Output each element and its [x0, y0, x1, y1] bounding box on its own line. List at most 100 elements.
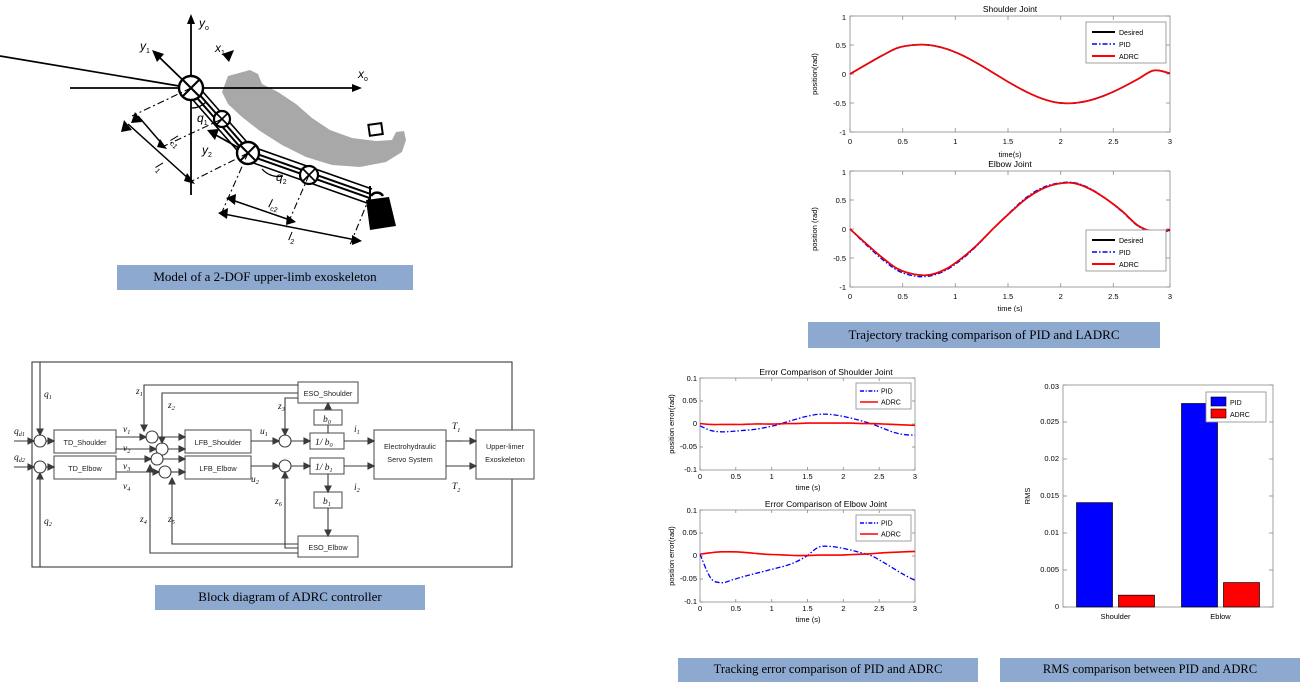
sum-qd1 — [33, 434, 47, 448]
xtick: 3 — [913, 472, 917, 481]
legend-label-pid: PID — [1119, 42, 1131, 49]
ylabel-error-shoulder: position error(rad) — [667, 394, 676, 454]
label-yo: yo — [198, 16, 209, 32]
signal-v4: v4 — [123, 482, 130, 493]
legend-rms: PID ADRC — [1205, 391, 1267, 423]
ytick: 1 — [842, 168, 846, 177]
xtick: 0 — [848, 137, 852, 146]
block-label-eso-shoulder: ESO_Shoulder — [304, 389, 353, 398]
chart-error-elbow: Error Comparison of Elbow Joint -0.1 -0.… — [667, 499, 917, 624]
trajectory-svg: Shoulder Joint -1 -0.5 0 — [810, 4, 1172, 312]
sum-qd2 — [33, 460, 47, 474]
legend-elbow: Desired PID ADRC — [1085, 229, 1167, 272]
error-svg: Error Comparison of Shoulder Joint -0.1 … — [667, 367, 917, 624]
legend-label-adrc: ADRC — [881, 400, 901, 407]
xlabel-error-elbow: time (s) — [796, 615, 822, 624]
block-label-eso-elbow: ESO_Elbow — [308, 543, 348, 552]
block-label-inv-b1: 1/ b1 — [315, 463, 333, 474]
rms-xticks: Shoulder Eblow — [1100, 612, 1231, 621]
ytick: 0.02 — [1044, 454, 1059, 463]
rms-svg: 0 0.005 0.01 0.015 0.02 0.025 0.03 RMS S… — [1023, 382, 1274, 621]
block-b1-gain: b1 — [313, 491, 343, 509]
block-eso-elbow: ESO_Elbow — [297, 535, 359, 558]
caption-error: Tracking error comparison of PID and ADR… — [678, 658, 978, 682]
block-eso-shoulder: ESO_Shoulder — [297, 381, 359, 404]
ytick: 0 — [842, 225, 846, 234]
chart-title-error-elbow: Error Comparison of Elbow Joint — [765, 499, 888, 509]
signal-i2: i2 — [354, 483, 360, 494]
block-label-servo-line1: Electrohydraulic — [384, 442, 436, 451]
block-label-td-shoulder: TD_Shoulder — [64, 438, 108, 447]
ytick: 0.05 — [682, 528, 697, 537]
ytick: -1 — [839, 128, 846, 137]
legend-label-pid: PID — [881, 521, 893, 528]
xtick: 2.5 — [1108, 292, 1118, 301]
rms-ticks — [1063, 384, 1273, 608]
signal-z2: z2 — [167, 401, 175, 412]
chart-elbow-joint: Elbow Joint -1 -0.5 0 0.5 — [810, 159, 1172, 312]
series-shoulder — [849, 43, 1171, 105]
block-diagram-panel: TD_Shoulder TD_Elbow LFB_Shoulder LFB_El… — [10, 352, 550, 577]
block-label-plant-line1: Upper-limer — [486, 442, 525, 451]
ytick: -0.5 — [833, 99, 846, 108]
signal-u2: u2 — [251, 475, 259, 486]
series-path-adrc — [849, 43, 1171, 105]
block-connections — [14, 362, 478, 567]
xtick-shoulder: Shoulder — [1100, 612, 1131, 621]
series-path-adrc — [699, 422, 916, 427]
chart-title-error-shoulder: Error Comparison of Shoulder Joint — [759, 367, 893, 377]
xtick: 0 — [698, 604, 702, 613]
yticks-error-shoulder: -0.1 -0.05 0 0.05 0.1 — [680, 374, 697, 474]
signal-z6: z6 — [274, 497, 283, 508]
label-y2: y2 — [201, 143, 212, 159]
trajectory-panel: Shoulder Joint -1 -0.5 0 — [795, 2, 1305, 312]
series-path-adrc — [699, 550, 916, 557]
xtick: 1.5 — [1003, 137, 1013, 146]
xtick: 0 — [848, 292, 852, 301]
block-signal-labels: qd1 qd2 q1 q2 v1 v2 v3 v4 z1 z2 z3 z4 z5… — [14, 387, 460, 528]
ylabel-shoulder: position(rad) — [810, 53, 819, 95]
xticks-elbow: 0 0.5 1 1.5 2 2.5 3 — [848, 292, 1172, 301]
dimension-arrows — [121, 112, 362, 245]
xlabel-shoulder: time(s) — [999, 150, 1022, 159]
caption-model: Model of a 2-DOF upper-limb exoskeleton — [117, 265, 413, 290]
rms-yticks: 0 0.005 0.01 0.015 0.02 0.025 0.03 — [1040, 382, 1059, 611]
ytick: -0.5 — [833, 254, 846, 263]
block-label-servo-line2: Servo System — [387, 455, 432, 464]
xtick: 1.5 — [802, 472, 812, 481]
yticks-error-elbow: -0.1 -0.05 0 0.05 0.1 — [680, 506, 697, 606]
xtick: 0.5 — [897, 292, 907, 301]
legend-label-adrc: ADRC — [881, 532, 901, 539]
xticks-error-elbow: 0 0.5 1 1.5 2 2.5 3 — [698, 604, 917, 613]
legend-error-shoulder: PID ADRC — [855, 382, 912, 410]
signal-qd2: qd2 — [14, 453, 25, 464]
legend-label-pid: PID — [881, 389, 893, 396]
series-path-adrc — [849, 181, 1171, 277]
label-l1: l1 — [151, 159, 167, 175]
ytick: 0.025 — [1040, 417, 1059, 426]
signal-u1: u1 — [260, 427, 268, 438]
yticks-elbow: -1 -0.5 0 0.5 1 — [833, 168, 846, 292]
block-label-plant-line2: Exoskeleton — [485, 455, 525, 464]
legend-shoulder: Desired PID ADRC — [1085, 21, 1167, 64]
chart-error-shoulder: Error Comparison of Shoulder Joint -0.1 … — [667, 367, 917, 492]
xtick-elbow: Eblow — [1210, 612, 1231, 621]
label-l2: l2 — [287, 229, 297, 246]
xtick: 3 — [913, 604, 917, 613]
label-xo: xo — [357, 67, 368, 83]
xticks-shoulder: 0 0.5 1 1.5 2 2.5 3 — [848, 137, 1172, 146]
rms-ylabel: RMS — [1023, 488, 1032, 505]
signal-T1: T1 — [452, 422, 460, 434]
ytick: 0 — [1055, 602, 1059, 611]
xtick: 1 — [953, 137, 957, 146]
ytick: 0 — [842, 70, 846, 79]
xtick: 1.5 — [1003, 292, 1013, 301]
label-q1: q1 — [197, 111, 208, 127]
ytick: 0 — [693, 551, 697, 560]
signal-z5: z5 — [167, 515, 175, 526]
block-servo-system: Electrohydraulic Servo System — [373, 429, 447, 480]
block-td-elbow: TD_Elbow — [53, 455, 117, 480]
model-diagram-svg: yo xo y1 x1 y2 q1 q2 lc1 l1 lc2 l2 — [0, 14, 406, 246]
sum-v3-z4 — [150, 452, 164, 466]
legend-error-elbow: PID ADRC — [855, 514, 912, 542]
